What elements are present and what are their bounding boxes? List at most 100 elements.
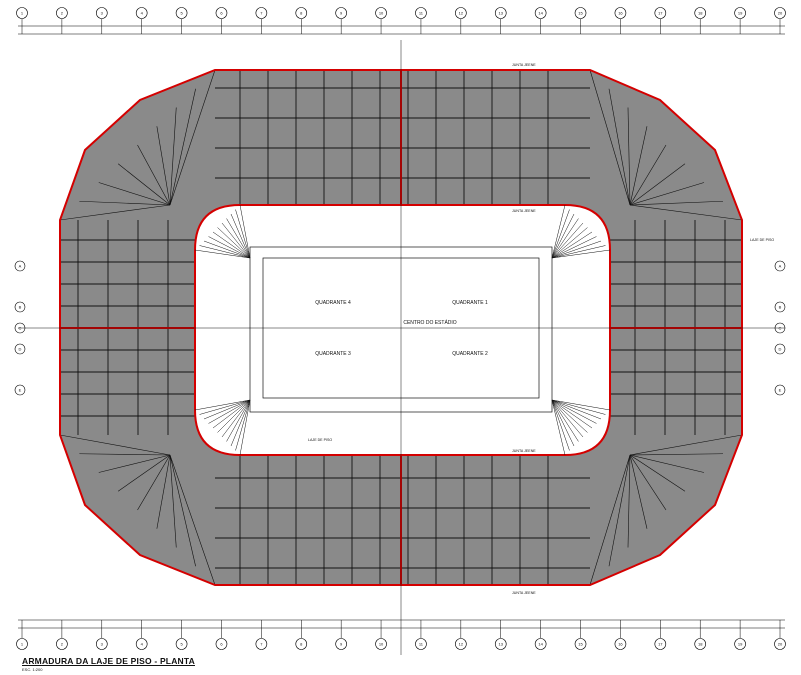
grid-bubble-bottom: 1 (16, 620, 28, 650)
quadrant-4-label: QUADRANTE 4 (315, 300, 351, 306)
grid-bubble-label: 7 (260, 642, 263, 647)
grid-bubble-label: 8 (300, 642, 303, 647)
grid-bubble-label: 5 (180, 642, 183, 647)
slab-label-inner: LAJE DE PISO (308, 438, 332, 442)
grid-bubble-label: 6 (220, 11, 223, 16)
grid-bubble-right: A (774, 260, 786, 272)
slab-label-right: LAJE DE PISO (750, 238, 774, 242)
grid-bubble-top: 9 (335, 7, 347, 34)
grid-bubble-label: 19 (738, 11, 743, 16)
grid-bubble-left: B (14, 301, 26, 313)
grid-bubble-label: 4 (141, 642, 144, 647)
grid-bubble-label: B (779, 305, 782, 310)
grid-bubble-top: 19 (734, 7, 746, 34)
grid-bubble-label: 14 (538, 11, 543, 16)
grid-bubble-top: 15 (574, 7, 587, 34)
grid-bubble-bottom: 8 (295, 620, 308, 650)
grid-bubble-top: 8 (295, 7, 308, 34)
grid-bubble-right: E (774, 384, 786, 396)
grid-bubble-top: 11 (415, 7, 427, 34)
grid-bubble-label: 17 (658, 11, 663, 16)
grid-bubble-bottom: 19 (734, 620, 746, 650)
grid-bubble-label: 13 (499, 11, 504, 16)
joint-label-bottom: JUNTA JEENE (512, 591, 536, 595)
grid-bubble-bottom: 17 (654, 620, 667, 650)
grid-bubble-label: 12 (459, 11, 464, 16)
drawing-scale: ESC. 1:200 (22, 667, 43, 672)
grid-bubble-bottom: 15 (574, 620, 587, 650)
grid-bubble-left: D (14, 343, 26, 355)
grid-bubble-label: 2 (61, 11, 64, 16)
grid-bubble-label: 13 (499, 642, 504, 647)
grid-bubble-label: 15 (578, 642, 583, 647)
grid-bubble-label: 19 (738, 642, 743, 647)
grid-bubble-top: 18 (694, 7, 707, 34)
grid-bubble-top: 14 (534, 7, 547, 34)
grid-bubble-label: 9 (340, 642, 343, 647)
grid-bubble-bottom: 6 (215, 620, 228, 650)
top-dimension-chain (18, 25, 785, 629)
grid-bubble-label: 3 (101, 11, 104, 16)
grid-bubble-bottom: 5 (175, 620, 188, 650)
grid-bubble-top: 16 (614, 7, 627, 34)
grid-bubble-label: 20 (778, 11, 783, 16)
grid-bubble-bottom: 9 (335, 620, 347, 650)
grid-bubble-label: 16 (618, 642, 623, 647)
grid-bubble-bottom: 7 (255, 620, 268, 650)
quadrant-3-label: QUADRANTE 3 (315, 351, 351, 357)
grid-bubble-label: 2 (61, 642, 64, 647)
grid-bubble-top: 17 (654, 7, 667, 34)
grid-bubble-label: 4 (141, 11, 144, 16)
grid-bubble-right: B (774, 301, 786, 313)
quadrant-2-label: QUADRANTE 2 (452, 351, 488, 357)
quadrant-1-label: QUADRANTE 1 (452, 300, 488, 306)
grid-bubble-bottom: 18 (694, 620, 707, 650)
grid-bubble-label: 14 (538, 642, 543, 647)
grid-bubble-label: D (779, 347, 782, 352)
grid-bubble-top: 2 (56, 7, 68, 34)
slab-ring (60, 70, 742, 585)
grid-bubble-bottom: 12 (455, 620, 467, 650)
drawing-title: ARMADURA DA LAJE DE PISO - PLANTA (22, 656, 195, 666)
grid-bubble-bottom: 4 (135, 620, 148, 650)
joint-label-inner-bottom: JUNTA JEENE (512, 449, 536, 453)
grid-bubble-top: 13 (494, 7, 507, 34)
grid-bubble-label: A (19, 264, 22, 269)
grid-bubble-left: E (14, 384, 26, 396)
grid-bubble-label: 18 (698, 642, 703, 647)
grid-bubble-label: 3 (101, 642, 104, 647)
grid-bubble-label: 1 (21, 11, 24, 16)
grid-bubble-top: 10 (375, 7, 387, 34)
grid-bubble-label: 9 (340, 11, 343, 16)
grid-bubble-label: 17 (658, 642, 663, 647)
grid-bubble-top: 6 (215, 7, 228, 34)
grid-bubble-label: A (779, 264, 782, 269)
field (18, 40, 785, 655)
corner-fan-lines (194, 204, 611, 456)
grid-bubble-label: 7 (260, 11, 263, 16)
grid-bubble-label: 8 (300, 11, 303, 16)
grid-bubble-label: 10 (379, 11, 384, 16)
grid-bubble-label: 10 (379, 642, 384, 647)
grid-bubble-bottom: 20 (774, 620, 786, 650)
grid-bubble-label: E (779, 388, 782, 393)
joint-label-top: JUNTA JEENE (512, 63, 536, 67)
grid-bubble-top: 3 (95, 7, 108, 34)
grid-bubble-label: 16 (618, 11, 623, 16)
grid-bubble-bottom: 2 (56, 620, 68, 650)
grid-bubble-bottom: 16 (614, 620, 627, 650)
grid-bubble-bottom: 10 (375, 620, 387, 650)
grid-bubble-left: A (14, 260, 26, 272)
grid-bubble-label: D (19, 347, 22, 352)
grid-bubble-top: 4 (135, 7, 148, 34)
grid-bubble-label: 1 (21, 642, 24, 647)
grid-bubble-label: 11 (419, 11, 424, 16)
stadium-center-label: CENTRO DO ESTÁDIO (403, 319, 456, 326)
slab-framing-lines (59, 69, 743, 586)
grid-bubble-bottom: 11 (415, 620, 427, 650)
grid-bubble-top: 7 (255, 7, 268, 34)
grid-bubble-label: 15 (578, 11, 583, 16)
